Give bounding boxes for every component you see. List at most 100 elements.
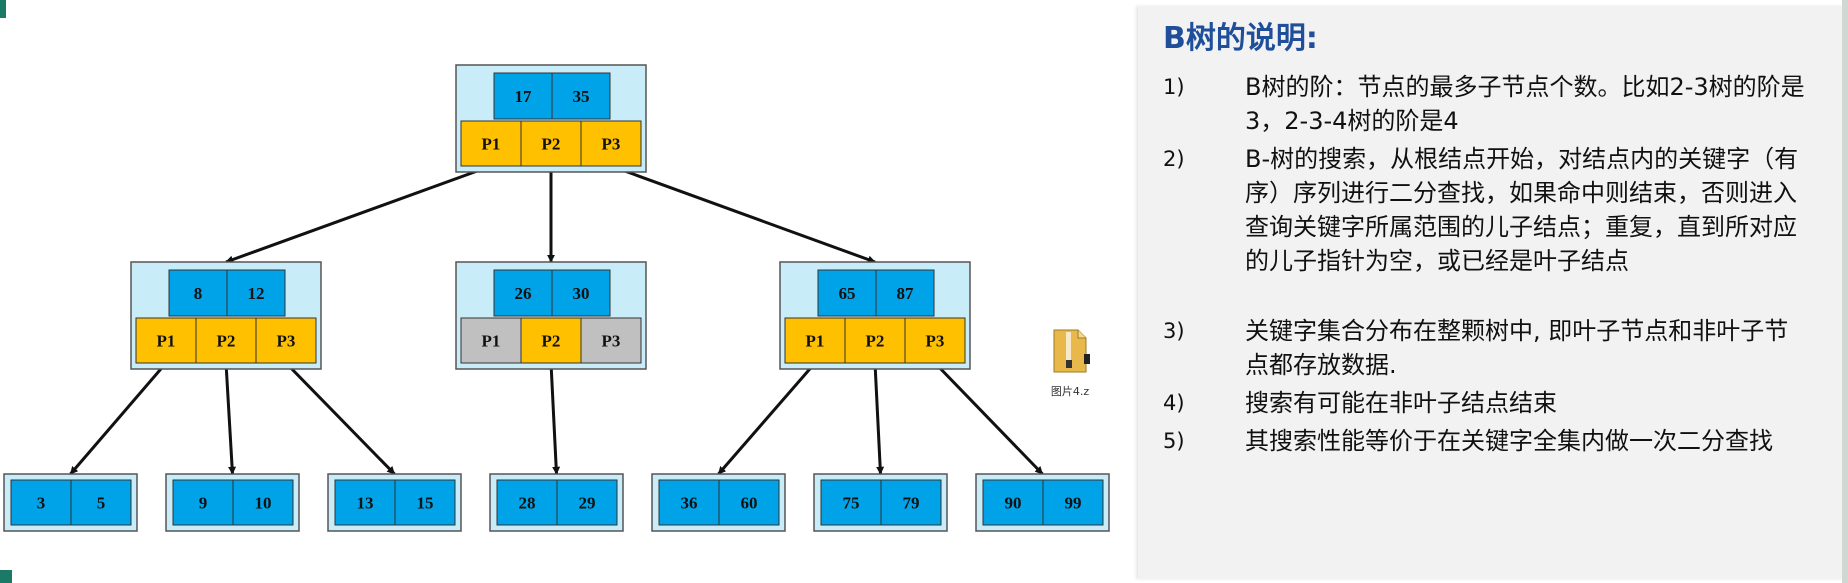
key-cell: [172, 479, 234, 526]
key-cell: [226, 269, 286, 317]
pointer-label: P3: [602, 135, 621, 154]
key-cell: [875, 269, 935, 317]
key-label: 60: [741, 494, 758, 513]
key-label: 36: [681, 494, 698, 513]
item-number: 5): [1163, 429, 1185, 453]
key-cell: [70, 479, 132, 526]
pointer-label: P1: [806, 332, 825, 351]
key-label: 35: [573, 87, 590, 106]
item-number: 4): [1163, 391, 1185, 415]
pointer-label: P2: [542, 135, 561, 154]
key-label: 28: [519, 494, 536, 513]
file-icon-label: 图片4.z: [1050, 385, 1090, 398]
key-cell: [168, 269, 228, 317]
pointer-cell: [904, 317, 966, 364]
key-cell: [394, 479, 456, 526]
item-text: 搜索有可能在非叶子结点结束: [1245, 389, 1557, 417]
key-cell: [718, 479, 780, 526]
key-label: 29: [579, 494, 596, 513]
leaf-node: 28 29: [489, 473, 624, 532]
key-cell: [493, 72, 553, 120]
leaf-node: 36 60: [651, 473, 786, 532]
item-number: 2): [1163, 147, 1185, 171]
tree-edge: [284, 361, 396, 476]
key-cell: [817, 269, 877, 317]
pointer-cell: [460, 317, 522, 364]
key-label: 13: [357, 494, 374, 513]
key-label: 3: [37, 494, 46, 513]
key-cell: [10, 479, 72, 526]
key-cell: [496, 479, 558, 526]
key-label: 99: [1065, 494, 1082, 513]
description-item: 4) 搜索有可能在非叶子结点结束: [1163, 386, 1824, 420]
tree-edge: [873, 362, 885, 475]
pointer-label: P3: [277, 332, 296, 351]
tree-edge: [549, 362, 561, 475]
key-label: 10: [255, 494, 272, 513]
pointer-cell: [844, 317, 906, 364]
description-item: 3) 关键字集合分布在整颗树中, 即叶子节点和非叶子节点都存放数据.: [1163, 314, 1824, 382]
key-cell: [232, 479, 294, 526]
pointer-cell: [784, 317, 846, 364]
item-text: 关键字集合分布在整颗树中, 即叶子节点和非叶子节点都存放数据.: [1245, 317, 1789, 379]
key-cell: [880, 479, 942, 526]
key-label: 26: [515, 284, 532, 303]
key-cell: [551, 72, 611, 120]
file-icon-item[interactable]: 图片4.z: [1040, 326, 1100, 399]
tree-edge: [933, 361, 1044, 476]
item-text: 其搜索性能等价于在关键字全集内做一次二分查找: [1245, 427, 1773, 455]
description-panel: B树的说明: 1) B树的阶：节点的最多子节点个数。比如2-3树的阶是3，2-3…: [1138, 6, 1844, 579]
tree-edge: [224, 362, 237, 475]
key-label: 30: [573, 284, 590, 303]
item-text: B-树的搜索，从根结点开始，对结点内的关键字（有序）序列进行二分查找，如果命中则…: [1245, 145, 1799, 275]
item-text: B树的阶：节点的最多子节点个数。比如2-3树的阶是3，2-3-4树的阶是4: [1245, 73, 1805, 135]
pointer-label: P3: [926, 332, 945, 351]
pointer-cell: [195, 317, 257, 364]
key-cell: [658, 479, 720, 526]
tree-edge: [717, 362, 817, 475]
pointer-cell: [580, 317, 642, 364]
key-label: 15: [417, 494, 434, 513]
leaf-node: 13 15: [327, 473, 462, 532]
pointer-label: P1: [482, 332, 501, 351]
key-cell: [334, 479, 396, 526]
zip-folder-icon: [1053, 329, 1090, 373]
left-accent-bar: [0, 0, 6, 18]
right-edge-strip: [1842, 0, 1848, 583]
key-label: 12: [248, 284, 265, 303]
key-label: 79: [903, 494, 920, 513]
key-cell: [493, 269, 553, 317]
item-number: 3): [1163, 319, 1185, 343]
pointer-cell: [520, 317, 582, 364]
key-label: 17: [515, 87, 533, 106]
pointer-label: P2: [866, 332, 885, 351]
key-cell: [1042, 479, 1104, 526]
pointer-cell: [580, 120, 642, 167]
key-cell: [551, 269, 611, 317]
tree-edge: [69, 362, 168, 475]
key-label: 65: [839, 284, 856, 303]
pointer-label: P2: [542, 332, 561, 351]
key-cell: [556, 479, 618, 526]
leaf-node: 75 79: [813, 473, 948, 532]
key-label: 75: [843, 494, 860, 513]
edge-layer: [69, 164, 1044, 476]
description-item: 2) B-树的搜索，从根结点开始，对结点内的关键字（有序）序列进行二分查找，如果…: [1163, 142, 1824, 278]
pointer-cell: [255, 317, 317, 364]
key-cell: [820, 479, 882, 526]
key-label: 90: [1005, 494, 1022, 513]
key-label: 87: [897, 284, 915, 303]
pointer-label: P3: [602, 332, 621, 351]
pointer-label: P2: [217, 332, 236, 351]
bottom-accent-bar: [0, 570, 12, 583]
pointer-cell: [460, 120, 522, 167]
pointer-label: P1: [157, 332, 176, 351]
